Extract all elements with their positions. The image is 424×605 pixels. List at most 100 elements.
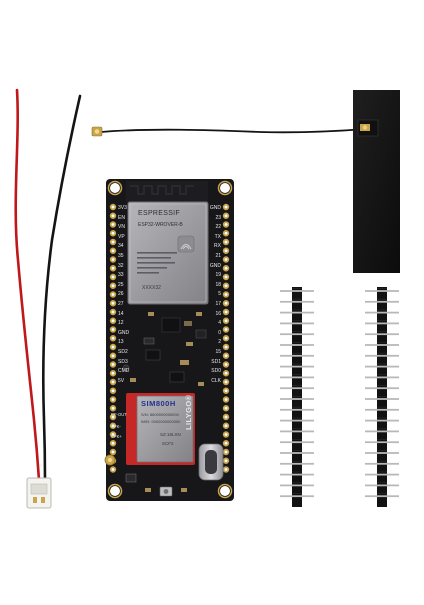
- pin-hole: [224, 459, 228, 463]
- pin-hole: [111, 415, 115, 419]
- header-plastic: [377, 287, 387, 507]
- pin-hole: [224, 398, 228, 401]
- header-segment-line: [292, 288, 302, 289]
- pin-hole: [111, 310, 115, 314]
- pin-hole: [224, 433, 228, 436]
- pin-hole: [111, 354, 115, 358]
- pin-hole: [111, 301, 115, 305]
- header-segment-line: [292, 320, 302, 322]
- header-pin: [280, 430, 314, 433]
- header-pin: [365, 322, 399, 325]
- pin-hole: [111, 266, 115, 270]
- pin-hole: [224, 441, 228, 445]
- header-segment-line: [377, 288, 387, 289]
- header-segment-line: [292, 471, 302, 473]
- left-pin-label: 13: [118, 339, 124, 346]
- right-pin-label: GND: [209, 262, 221, 269]
- module-code: XXXX32: [142, 285, 161, 291]
- header-segment-line: [292, 342, 302, 343]
- left-pin-label: EN: [118, 214, 125, 221]
- black-wire: [41, 94, 82, 482]
- pin-hole: [224, 424, 228, 428]
- battery-cable: [14, 88, 82, 509]
- pin-hole: [224, 450, 228, 454]
- header-segment-line: [292, 331, 302, 332]
- header-segment-line: [377, 331, 387, 332]
- header-pin: [280, 452, 314, 454]
- right-pin-label: 0: [218, 329, 221, 336]
- left-pin-label: 34: [118, 243, 124, 250]
- pin-hole: [224, 468, 228, 471]
- pin-hole: [224, 205, 228, 209]
- antenna-assembly: [91, 90, 400, 273]
- header-segment-line: [377, 417, 387, 419]
- header-segment-line: [377, 342, 387, 343]
- left-pin-label: VP: [118, 233, 125, 240]
- header-pin: [365, 311, 399, 314]
- left-pin-label: VN: [118, 224, 125, 231]
- header-segment-line: [292, 428, 302, 430]
- header-pin: [280, 311, 314, 314]
- header-pin: [365, 495, 399, 498]
- header-segment-line: [292, 460, 302, 462]
- header-segment-line: [292, 450, 302, 451]
- pin-hole: [224, 363, 228, 366]
- left-pin-label: 3V3: [118, 205, 127, 211]
- left-pin-label: 12: [118, 320, 124, 327]
- left-pin-label: SD2: [118, 349, 128, 355]
- header-pin: [280, 300, 314, 303]
- header-segment-line: [377, 352, 387, 354]
- header-pin: [365, 365, 399, 368]
- right-pin-label: 19: [215, 272, 221, 279]
- left-pin-header: [109, 203, 117, 473]
- pin-hole: [111, 468, 115, 471]
- header-pin: [365, 376, 399, 379]
- left-pin-label: 33: [118, 272, 124, 279]
- modem-name: SIM800H: [141, 399, 176, 408]
- pin-hole: [224, 301, 228, 305]
- header-pin: [365, 462, 399, 465]
- right-pin-label: 15: [215, 349, 221, 355]
- module-model: ESP32-WROVER-B: [138, 222, 183, 228]
- header-segment-line: [377, 363, 387, 365]
- right-pin-label: 22: [215, 224, 221, 231]
- header-segment-line: [292, 298, 302, 300]
- header-segment-line: [377, 471, 387, 473]
- pin-hole: [111, 205, 115, 209]
- left-pin-label: GND: [118, 329, 130, 336]
- header-segment-line: [377, 320, 387, 322]
- pin-hole: [224, 406, 228, 410]
- pin-hole: [224, 240, 228, 244]
- modem-line-4: SCF2: [162, 441, 174, 446]
- header-segment-line: [292, 363, 302, 365]
- module-fine-print: [137, 252, 177, 274]
- header-pin: [365, 441, 399, 444]
- header-segment-line: [377, 396, 387, 397]
- pin-hole: [224, 336, 228, 340]
- right-pin-label: 4: [218, 320, 221, 327]
- left-pin-label: CMD: [118, 368, 130, 375]
- aux-label-spk-plus: SPK+: [111, 434, 122, 439]
- header-pin: [280, 441, 314, 444]
- header-segment-line: [292, 309, 302, 311]
- pin-hole: [111, 336, 115, 340]
- header-pin: [280, 354, 314, 357]
- pin-hole: [111, 275, 115, 279]
- modem-line-1: S/N: 8600000000000: [141, 412, 179, 417]
- right-pin-label: 21: [215, 253, 221, 259]
- header-segment-line: [377, 406, 387, 408]
- header-pin: [280, 484, 314, 487]
- modem-line-3: SZ:18LSN: [160, 432, 181, 437]
- left-pin-label: 25: [118, 281, 124, 288]
- header-segment-line: [292, 439, 302, 440]
- header-pin: [280, 462, 314, 465]
- pin-hole: [111, 406, 115, 410]
- header-pin: [365, 387, 399, 390]
- header-segment-line: [292, 417, 302, 419]
- right-pin-label: SD1: [211, 358, 221, 365]
- header-pin: [365, 398, 399, 400]
- smd-components: [122, 312, 207, 386]
- header-pin: [280, 387, 314, 390]
- header-pin: [280, 333, 314, 336]
- header-pin: [365, 419, 399, 422]
